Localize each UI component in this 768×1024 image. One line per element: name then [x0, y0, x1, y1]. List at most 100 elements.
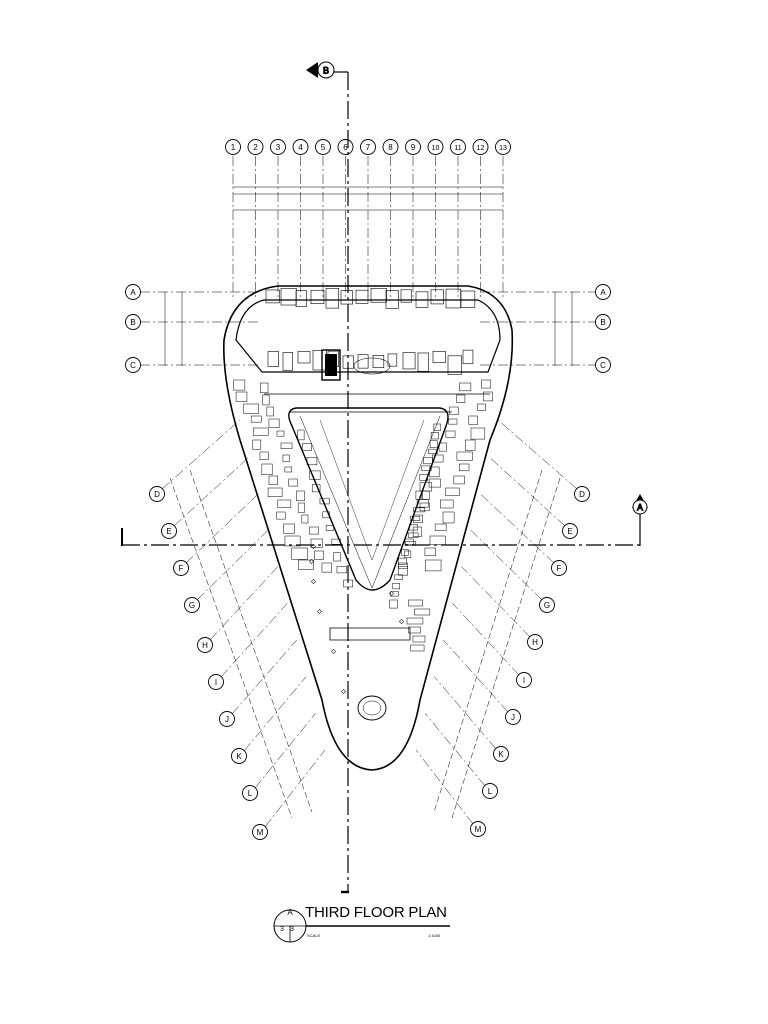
column-bubble-6-label: 6: [343, 143, 348, 152]
radial-grid-line: [173, 456, 250, 527]
dimension-rail: [169, 477, 293, 819]
room: [438, 442, 447, 452]
row-bubble-right-I: I: [516, 672, 532, 688]
room: [253, 427, 269, 436]
row-bubble-left-F-label: F: [179, 564, 184, 573]
room: [301, 514, 309, 524]
room: [266, 406, 274, 417]
room: [387, 353, 398, 367]
room: [262, 394, 270, 406]
room: [404, 538, 414, 545]
room: [428, 448, 438, 454]
radial-grid-line: [434, 676, 497, 750]
column-bubble-13-label: 13: [499, 145, 507, 152]
row-bubble-right-H: H: [527, 634, 543, 650]
building-inner-wall: [235, 299, 501, 373]
room: [314, 550, 324, 560]
room: [390, 591, 399, 597]
room: [398, 557, 407, 565]
room: [252, 439, 262, 450]
row-bubble-left-A-label: A: [130, 288, 136, 297]
row-bubble-left-C-label: C: [130, 361, 136, 370]
room: [432, 351, 446, 364]
room: [421, 465, 432, 471]
room: [301, 443, 312, 451]
drawing-title: THIRD FLOOR PLAN: [305, 904, 447, 921]
row-bubble-left-I: I: [208, 674, 224, 690]
row-bubble-left-C: C: [125, 357, 141, 373]
room: [268, 475, 278, 485]
column-marker: [309, 559, 314, 564]
room: [392, 582, 400, 590]
room: [468, 415, 478, 425]
column-marker: [317, 609, 322, 614]
column-bubble-7-label: 7: [366, 143, 371, 152]
room: [297, 502, 305, 513]
room: [477, 403, 486, 411]
row-bubble-left-K-label: K: [236, 752, 242, 761]
row-bubble-right-C-label: C: [600, 361, 606, 370]
room: [297, 351, 311, 364]
row-bubble-right-F-label: F: [557, 564, 562, 573]
room: [453, 475, 465, 485]
room: [331, 538, 341, 545]
room: [283, 523, 295, 534]
room: [310, 538, 323, 548]
scale-label: SCALE: [307, 933, 321, 938]
column-bubble-2-label: 2: [253, 143, 258, 152]
row-bubble-left-B-label: B: [130, 318, 135, 327]
room: [280, 442, 293, 449]
room: [404, 550, 412, 559]
room: [428, 478, 441, 488]
radial-grid-line: [452, 603, 520, 676]
room: [385, 290, 399, 309]
room: [445, 487, 460, 496]
room: [445, 288, 461, 309]
room: [417, 352, 429, 372]
room: [261, 463, 273, 475]
room: [309, 470, 321, 480]
room: [233, 379, 246, 391]
room: [243, 403, 259, 414]
section-marker-a-label: A: [637, 503, 643, 513]
room: [284, 535, 301, 547]
room: [424, 559, 442, 572]
column-marker: [399, 619, 404, 624]
row-bubble-left-B: B: [125, 314, 141, 330]
row-bubble-right-A-label: A: [600, 288, 606, 297]
row-bubble-right-E: E: [562, 523, 578, 539]
row-bubble-right-M: M: [470, 821, 486, 837]
room: [447, 355, 462, 375]
room: [325, 525, 334, 531]
radial-grid-line: [424, 713, 486, 787]
room: [440, 499, 454, 509]
column-bubble-9-label: 9: [411, 143, 416, 152]
room: [459, 463, 470, 472]
room: [416, 499, 429, 508]
row-bubble-left-K: K: [231, 748, 247, 764]
column-bubble-12: 12: [472, 139, 489, 155]
room: [462, 349, 474, 365]
room: [357, 354, 369, 369]
column-bubble-3-label: 3: [276, 143, 281, 152]
section-line-a: A: [121, 494, 648, 546]
room: [449, 406, 459, 416]
radial-grid-line: [254, 713, 316, 789]
room: [296, 490, 305, 501]
room: [448, 418, 458, 425]
column-bubble-12-label: 12: [477, 145, 485, 152]
row-bubble-left-E: E: [161, 523, 177, 539]
room: [268, 418, 280, 428]
row-bubble-right-M-label: M: [475, 825, 482, 834]
room: [277, 499, 292, 508]
dimension-rail: [189, 469, 313, 813]
column-bubble-4: 4: [292, 139, 309, 155]
column-bubble-8: 8: [382, 139, 399, 155]
room: [409, 515, 421, 521]
radial-grid-line: [231, 639, 297, 715]
column-bubble-3: 3: [270, 139, 286, 155]
room: [295, 290, 307, 307]
atrium-void: [288, 407, 449, 591]
